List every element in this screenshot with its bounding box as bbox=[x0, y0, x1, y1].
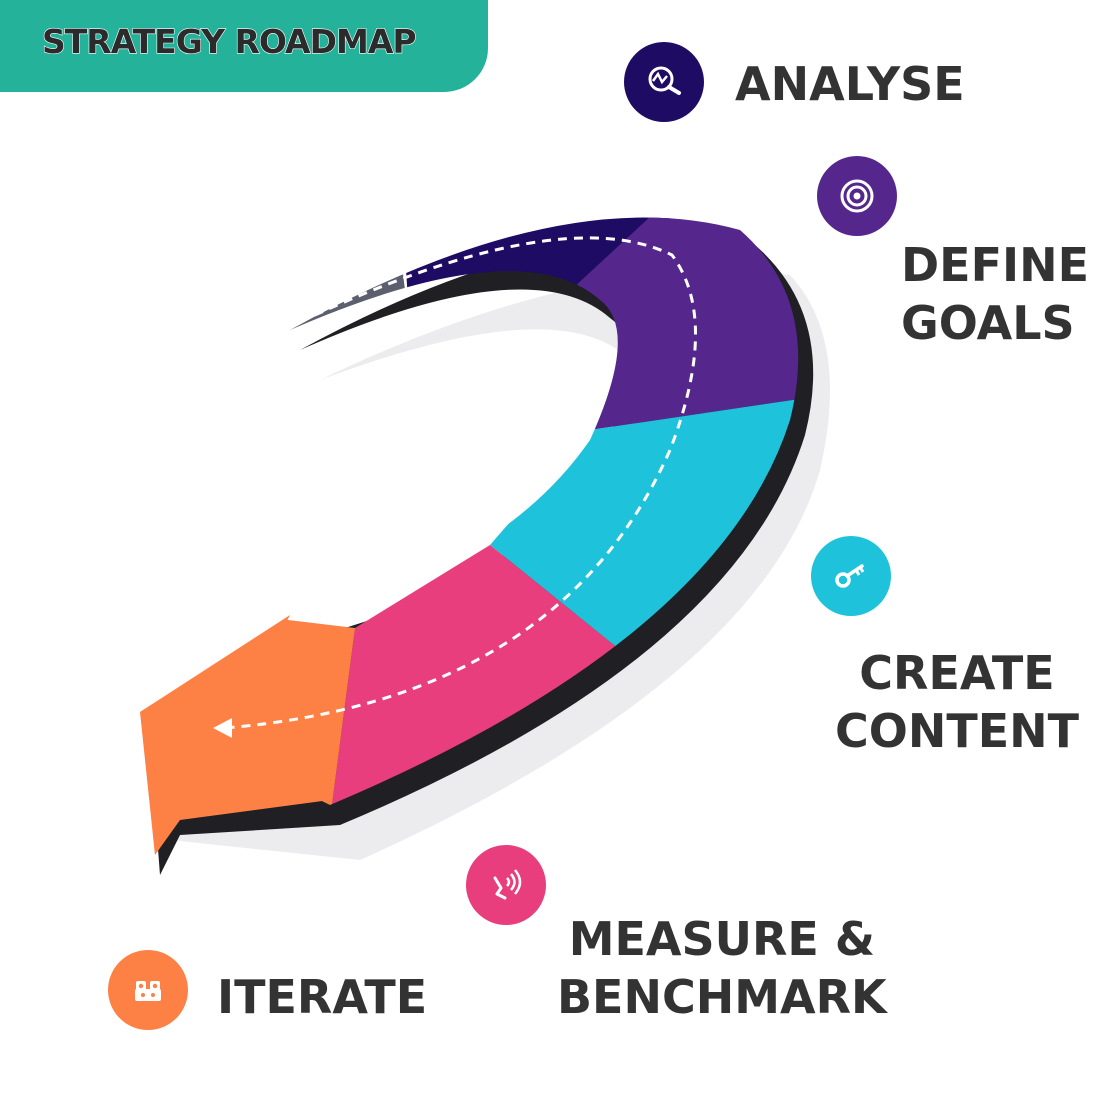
signal-hand-icon bbox=[466, 845, 546, 925]
dashed-arrow-tip bbox=[213, 718, 232, 738]
step-label-define-goals: DEFINE GOALS bbox=[901, 238, 1090, 350]
step-label-analyse: ANALYSE bbox=[735, 57, 965, 111]
target-icon bbox=[817, 156, 897, 236]
header-tag: STRATEGY ROADMAP bbox=[0, 0, 488, 92]
step-label-iterate: ITERATE bbox=[217, 970, 428, 1024]
gears-icon bbox=[108, 950, 188, 1030]
step-label-measure-benchmark: MEASURE & BENCHMARK bbox=[557, 912, 887, 1024]
segment-create-content bbox=[490, 390, 799, 650]
step-label-create-content: CREATE CONTENT bbox=[835, 646, 1080, 758]
header-title: STRATEGY ROADMAP bbox=[41, 21, 417, 61]
magnifier-chart-icon bbox=[624, 42, 704, 122]
dashed-path bbox=[224, 236, 697, 730]
arrow-head bbox=[140, 615, 355, 855]
segment-tail bbox=[280, 220, 410, 360]
key-icon bbox=[811, 536, 891, 616]
